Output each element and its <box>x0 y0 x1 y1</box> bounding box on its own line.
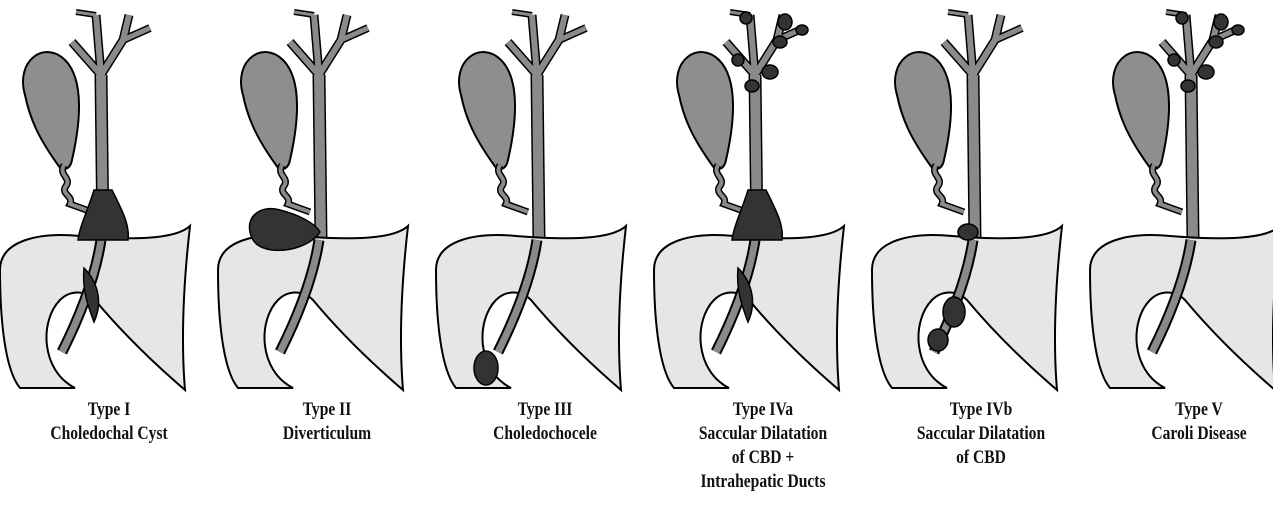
caption-line: Type V <box>1117 398 1273 422</box>
caption-line: Choledochal Cyst <box>27 422 191 446</box>
caption-line: of CBD + <box>681 446 845 470</box>
panel-type-i <box>0 12 190 390</box>
caption-line: Type IVa <box>681 398 845 422</box>
panel-type-iii <box>436 12 626 390</box>
intrahepatic-saccule <box>732 54 744 66</box>
intrahepatic-saccule <box>796 25 808 35</box>
intrahepatic-saccule <box>1181 80 1195 92</box>
caption-line: Saccular Dilatation <box>681 422 845 446</box>
intrahepatic-saccule <box>1176 12 1188 24</box>
caption-line: Caroli Disease <box>1117 422 1273 446</box>
panel-type-iva <box>654 12 844 390</box>
intrahepatic-saccule <box>778 14 792 30</box>
fusiform-cbd-dilatation <box>732 190 782 240</box>
caption-line: Saccular Dilatation <box>899 422 1063 446</box>
intrahepatic-saccule <box>740 12 752 24</box>
biliary-anatomy <box>436 12 626 390</box>
caption-line: Intrahepatic Ducts <box>681 470 845 494</box>
biliary-anatomy <box>872 12 1062 390</box>
caption-line: Type III <box>463 398 627 422</box>
intrahepatic-saccule <box>1209 36 1223 48</box>
intrahepatic-saccule <box>1168 54 1180 66</box>
intrahepatic-saccule <box>745 80 759 92</box>
fusiform-cbd-dilatation <box>78 190 128 240</box>
caption-line: of CBD <box>899 446 1063 470</box>
caption-line: Choledochocele <box>463 422 627 446</box>
caption-line: Type I <box>27 398 191 422</box>
caption-line: Diverticulum <box>245 422 409 446</box>
choledochocele-sac <box>474 351 498 385</box>
intrahepatic-saccule <box>1232 25 1244 35</box>
panel-type-ii <box>218 12 408 390</box>
biliary-anatomy <box>218 12 408 390</box>
cyst-choledochocele <box>474 351 498 385</box>
intrahepatic-saccule <box>773 36 787 48</box>
panel-type-ivb <box>872 12 1062 390</box>
biliary-anatomy <box>1090 12 1273 390</box>
panel-type-v <box>1090 12 1273 390</box>
caption-line: Type II <box>245 398 409 422</box>
intrahepatic-saccule <box>1214 14 1228 30</box>
caption-line: Type IVb <box>899 398 1063 422</box>
intrahepatic-saccule <box>762 65 778 79</box>
cbd-saccule <box>943 297 965 327</box>
cbd-saccule <box>958 224 978 240</box>
cbd-saccule <box>928 329 948 351</box>
intrahepatic-saccule <box>1198 65 1214 79</box>
